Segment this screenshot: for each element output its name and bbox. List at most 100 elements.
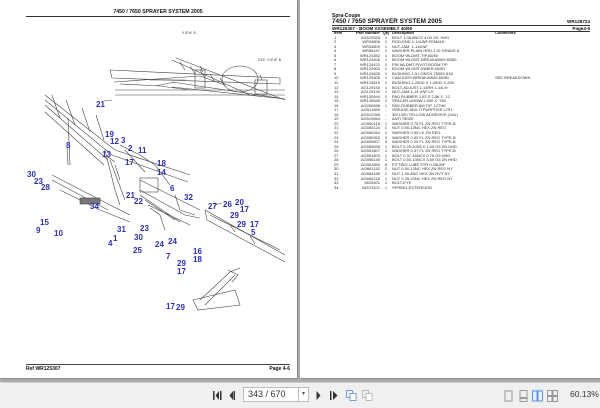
first-page-button[interactable] — [212, 389, 224, 401]
quantity: 2 — [384, 80, 388, 86]
item-number: 3 — [334, 43, 337, 49]
single-page-icon — [504, 390, 513, 402]
part-number: AG681152 — [361, 166, 380, 172]
single-page-view-button[interactable] — [503, 389, 514, 402]
description: NUT-JAM,1-14 UNF,LH — [392, 89, 434, 95]
part-callout: 14 — [157, 168, 166, 177]
paste-page-button[interactable] — [361, 389, 373, 401]
quantity: - — [385, 111, 387, 117]
quantity: 1 — [384, 75, 388, 81]
part-number: WR124900 — [359, 66, 380, 72]
part-callout: 8 — [66, 141, 71, 150]
part-number: AG684216 — [360, 175, 380, 181]
comment: SEE BREAKDOWN — [495, 75, 531, 81]
parts-page-number: Page4-6 — [572, 25, 590, 31]
quantity: 1 — [384, 120, 388, 126]
see-view-b-label: SEE VIEW B — [258, 58, 282, 62]
part-callout: 20 — [235, 198, 244, 207]
description: NUT 0.25-20NC HEX ZN REG NY — [392, 175, 453, 181]
col-item: Item — [334, 30, 343, 35]
copy-page-button[interactable] — [345, 389, 357, 401]
quantity: 1 — [384, 130, 388, 136]
quantity: 2 — [384, 134, 388, 140]
description: SPRING-EXTENSION — [392, 184, 432, 190]
description: BUSHING-1.5 LONGX.7500X.51D — [392, 70, 454, 76]
part-callout: 26 — [223, 200, 232, 209]
part-callout: 22 — [134, 197, 143, 206]
quantity: 1 — [384, 175, 388, 181]
description: CAM ASSY-BREAKAWAY,60/80 — [392, 75, 449, 81]
item-number: 28 — [334, 157, 339, 163]
item-number: 20 — [334, 120, 339, 126]
description: BOLT-EYE — [392, 180, 412, 186]
divider — [332, 25, 590, 26]
part-number: AG551503 — [360, 152, 380, 158]
quantity: 3 — [384, 139, 388, 145]
part-callout: 1 — [113, 234, 118, 243]
part-callout: 25 — [133, 246, 142, 255]
part-callout: 12 — [110, 137, 119, 146]
description: BOLT 1.08-8NCX 4.00 G5. HHD — [392, 34, 450, 40]
continuous-view-button[interactable] — [518, 389, 529, 402]
description: PAD RUBBER 1.63 X 2.56 X .12 — [392, 93, 450, 99]
item-number: 8 — [334, 66, 337, 72]
quantity: 1 — [384, 70, 388, 76]
next-page-icon — [316, 390, 321, 400]
item-number: 30 — [334, 166, 339, 172]
facing-pages-icon — [532, 390, 543, 402]
description: NUT 1.00-8NC HEX ZN HVY NY — [392, 170, 451, 176]
quantity: 1 — [384, 43, 388, 49]
footer-ref: Ref WR125307 — [26, 366, 61, 372]
part-number: WR130544 — [359, 93, 380, 99]
part-number: WR34809 — [362, 43, 380, 49]
col-description: Description — [392, 30, 415, 35]
part-callout: 23 — [140, 224, 149, 233]
part-callout: 17 — [166, 302, 175, 311]
description: FITTING LUBE STR 0.25UNF — [392, 161, 446, 167]
description: WASHER 0.50 FL ZN REG TYPE-B — [392, 134, 456, 140]
part-number: WR124352 — [359, 52, 380, 58]
page-number-input[interactable]: 343 / 670 — [243, 387, 299, 402]
description: 3M 1300 YELLOW ADHESIVE (GAL) — [392, 111, 459, 117]
document-viewport[interactable]: 7450 / 7650 SPRAYER SYSTEM 2005 — [0, 0, 600, 382]
zoom-level[interactable]: 60.13% — [570, 389, 599, 399]
item-number: 18 — [334, 111, 339, 117]
page-dropdown-button[interactable]: ▾ — [299, 387, 309, 402]
part-callout: 9 — [36, 226, 41, 235]
continuous-facing-view-button[interactable] — [547, 389, 558, 402]
part-number: AG519328 — [360, 34, 380, 40]
item-number: 2 — [334, 39, 337, 45]
part-callout: 11 — [138, 146, 147, 155]
quantity: - — [385, 107, 387, 113]
next-page-button[interactable] — [313, 389, 323, 401]
copy-icon — [345, 389, 356, 401]
col-comments: Comments — [495, 30, 516, 35]
part-callout: 6 — [170, 184, 175, 193]
part-number: AG684185 — [360, 170, 380, 176]
last-page-button[interactable] — [328, 389, 340, 401]
quantity: 1 — [384, 39, 388, 45]
part-callout: 23 — [34, 177, 43, 186]
previous-page-button[interactable] — [227, 389, 237, 401]
description: BUSHING-1.250D X 1.000D X.265 — [392, 80, 454, 86]
facing-pages-view-button[interactable] — [532, 389, 543, 402]
page-diagram: 7450 / 7650 SPRAYER SYSTEM 2005 — [0, 0, 297, 378]
description: NUT-JAM, 1-14UNF — [392, 43, 428, 49]
quantity: 2 — [384, 125, 388, 131]
part-number: AG129192 — [360, 84, 380, 90]
quantity: 1 — [384, 157, 388, 163]
part-callout: 30 — [27, 170, 36, 179]
description: BOLT-ADJUST,1-14RH,1-14LH — [392, 84, 448, 90]
quantity: 1 — [384, 143, 388, 149]
item-number: 24 — [334, 139, 339, 145]
